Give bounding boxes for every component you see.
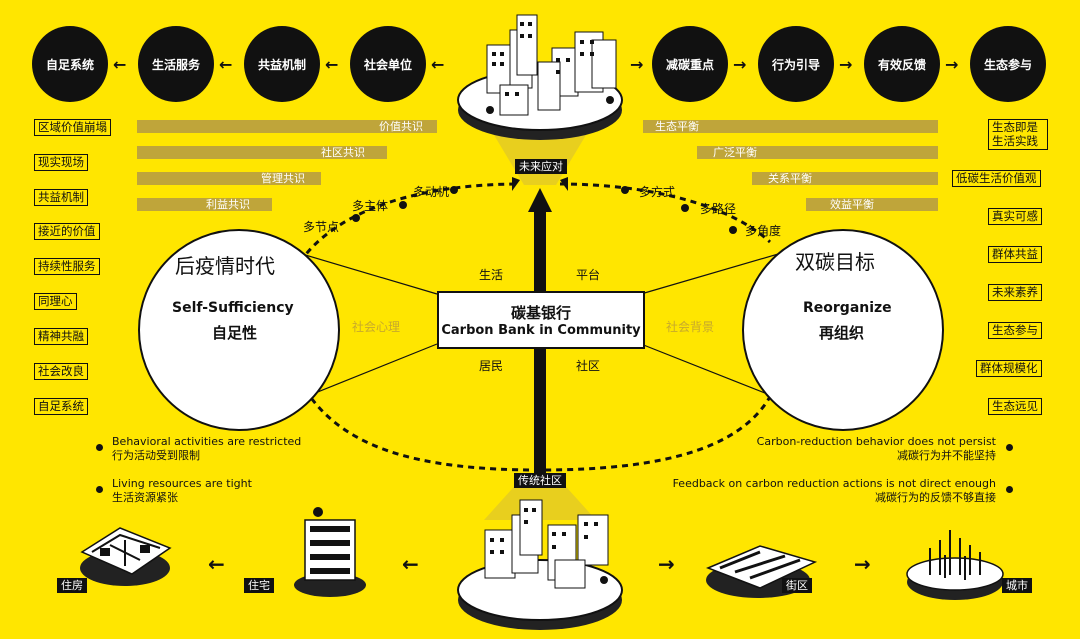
left-list-item: 自足系统 (34, 398, 88, 415)
left-note: Living resources are tight 生活资源紧张 (112, 477, 252, 504)
center-label-social-psychology: 社会心理 (352, 320, 401, 334)
chain-node-carbon-reduction-focus: 减碳重点 (652, 26, 728, 102)
arrow-right-icon: → (839, 55, 853, 74)
central-arrow-head (528, 188, 552, 212)
arrow-left-icon: ← (208, 552, 225, 576)
chain-node-eco-participation: 生态参与 (970, 26, 1046, 102)
right-list-item: 未来素养 (988, 284, 1042, 301)
left-circle-title: 后疫情时代 (175, 254, 275, 278)
top-city-illustration (457, 14, 623, 140)
chain-node-self-sufficient-system: 自足系统 (32, 26, 108, 102)
right-goal-circle (742, 229, 944, 431)
right-balance-bar: 生态平衡 (643, 120, 938, 133)
chain-node-life-service: 生活服务 (138, 26, 214, 102)
right-list-item: 群体规模化 (976, 360, 1042, 377)
right-list-item: 低碳生活价值观 (952, 170, 1041, 187)
city-illustration (906, 530, 1004, 600)
arrow-left-icon: ← (113, 55, 127, 74)
housing-illustration (80, 527, 172, 586)
arc-label: 多节点 (303, 220, 340, 234)
right-circle-cn: 再组织 (819, 324, 865, 342)
left-consensus-bar: 管理共识 (137, 172, 321, 185)
scale-tag-block: 街区 (782, 578, 812, 593)
left-circle-cn: 自足性 (212, 324, 258, 342)
right-balance-bar: 效益平衡 (806, 198, 938, 211)
right-list-item: 真实可感 (988, 208, 1042, 225)
residence-illustration (294, 507, 366, 597)
left-list-item: 同理心 (34, 293, 77, 310)
left-list-item: 接近的价值 (34, 223, 100, 240)
center-label-life: 生活 (479, 268, 504, 282)
left-list-item: 精神共融 (34, 328, 88, 345)
left-list-item: 持续性服务 (34, 258, 100, 275)
carbon-bank-box: 碳基银行 Carbon Bank in Community (437, 291, 645, 349)
arc-label: 多角度 (745, 224, 782, 238)
arc-label: 多动机 (413, 185, 450, 199)
arrow-left-icon: ← (402, 552, 419, 576)
arrow-right-icon: → (733, 55, 747, 74)
bottom-city-tag: 传统社区 (514, 473, 566, 488)
left-list-item: 现实现场 (34, 154, 88, 171)
scale-tag-city: 城市 (1002, 578, 1032, 593)
scale-tag-residence: 住宅 (244, 578, 274, 593)
left-consensus-bar: 社区共识 (137, 146, 387, 159)
bullet-icon (96, 486, 103, 493)
left-circle-en: Self-Sufficiency (172, 300, 294, 316)
chain-node-effective-feedback: 有效反馈 (864, 26, 940, 102)
carbon-bank-title-en: Carbon Bank in Community (441, 323, 641, 338)
right-balance-bar: 广泛平衡 (697, 146, 938, 159)
chain-node-social-unit: 社会单位 (350, 26, 426, 102)
left-note: Behavioral activities are restricted 行为活… (112, 435, 302, 462)
top-beam (488, 125, 592, 185)
arc-label: 多路径 (700, 202, 737, 216)
right-circle-title: 双碳目标 (795, 250, 875, 274)
center-label-social-background: 社会背景 (666, 320, 715, 334)
left-consensus-bar: 利益共识 (137, 198, 272, 211)
left-era-circle (138, 229, 340, 431)
chain-node-behavior-guidance: 行为引导 (758, 26, 834, 102)
right-note: Feedback on carbon reduction actions is … (672, 477, 996, 504)
bullet-icon (1006, 486, 1013, 493)
right-circle-en: Reorganize (803, 300, 892, 316)
bullet-icon (1006, 444, 1013, 451)
carbon-bank-title-cn: 碳基银行 (510, 304, 571, 322)
arrow-right-icon: → (630, 55, 644, 74)
arc-label: 多方式 (639, 185, 676, 199)
arrow-left-icon: ← (219, 55, 233, 74)
upper-right-arc (559, 182, 772, 244)
right-list-item: 群体共益 (988, 246, 1042, 263)
bottom-city-illustration (457, 499, 623, 630)
left-list-item: 共益机制 (34, 189, 88, 206)
center-label-platform: 平台 (576, 268, 601, 282)
center-label-community: 社区 (576, 359, 601, 373)
right-list-item: 生态即是 生活实践 (988, 119, 1048, 150)
right-list-item: 生态远见 (988, 398, 1042, 415)
left-list-item: 区域价值崩塌 (34, 119, 111, 136)
right-list-item: 生态参与 (988, 322, 1042, 339)
center-label-residents: 居民 (479, 359, 504, 373)
arrow-left-icon: ← (325, 55, 339, 74)
arrow-left-icon: ← (431, 55, 445, 74)
arrow-right-icon: → (945, 55, 959, 74)
arrow-right-icon: → (658, 552, 675, 576)
arc-label: 多主体 (352, 199, 389, 213)
left-consensus-bar: 价值共识 (137, 120, 437, 133)
upper-left-arc (298, 182, 521, 263)
bullet-icon (96, 444, 103, 451)
right-balance-bar: 关系平衡 (752, 172, 938, 185)
left-list-item: 社会改良 (34, 363, 88, 380)
right-note: Carbon-reduction behavior does not persi… (756, 435, 996, 462)
scale-tag-housing: 住房 (57, 578, 87, 593)
arrow-right-icon: → (854, 552, 871, 576)
top-city-tag: 未来应对 (515, 159, 567, 174)
chain-node-shared-mechanism: 共益机制 (244, 26, 320, 102)
